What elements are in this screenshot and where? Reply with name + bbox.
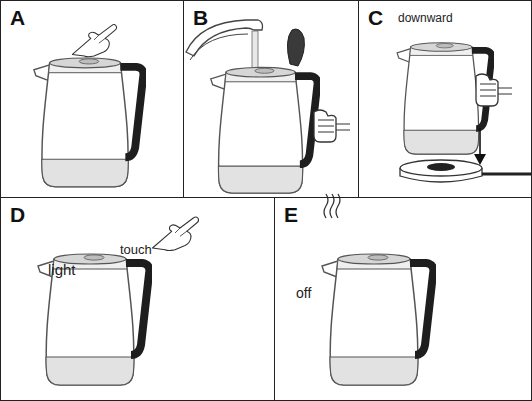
power-cord (482, 173, 532, 176)
instruction-label: downward (398, 12, 453, 24)
faucet-line (190, 34, 248, 60)
gripping-hand (476, 74, 512, 106)
instruction-label: touch (120, 243, 152, 256)
step-panel: B (183, 0, 359, 198)
kettle (211, 67, 318, 193)
kettle (34, 58, 144, 187)
step-panel: A (0, 0, 184, 198)
kettle (322, 254, 433, 385)
step-letter: D (10, 204, 25, 225)
pointing-hand (153, 217, 199, 251)
pointing-hand (72, 25, 116, 57)
step-panel: E (274, 197, 532, 401)
step-panel: C (358, 0, 532, 198)
step-letter: B (193, 7, 208, 28)
down-arrow-head (474, 154, 486, 165)
base-connector (427, 163, 455, 171)
kettle (38, 254, 149, 385)
step-letter: C (368, 7, 383, 28)
power-base-top (400, 160, 482, 176)
step-letter: A (10, 7, 25, 28)
instruction-label: off (296, 286, 311, 300)
instruction-label: light (48, 262, 76, 277)
gripping-hand (314, 110, 350, 142)
step-letter: E (284, 204, 298, 225)
open-lid (287, 29, 304, 66)
step-panel: D (0, 197, 275, 401)
